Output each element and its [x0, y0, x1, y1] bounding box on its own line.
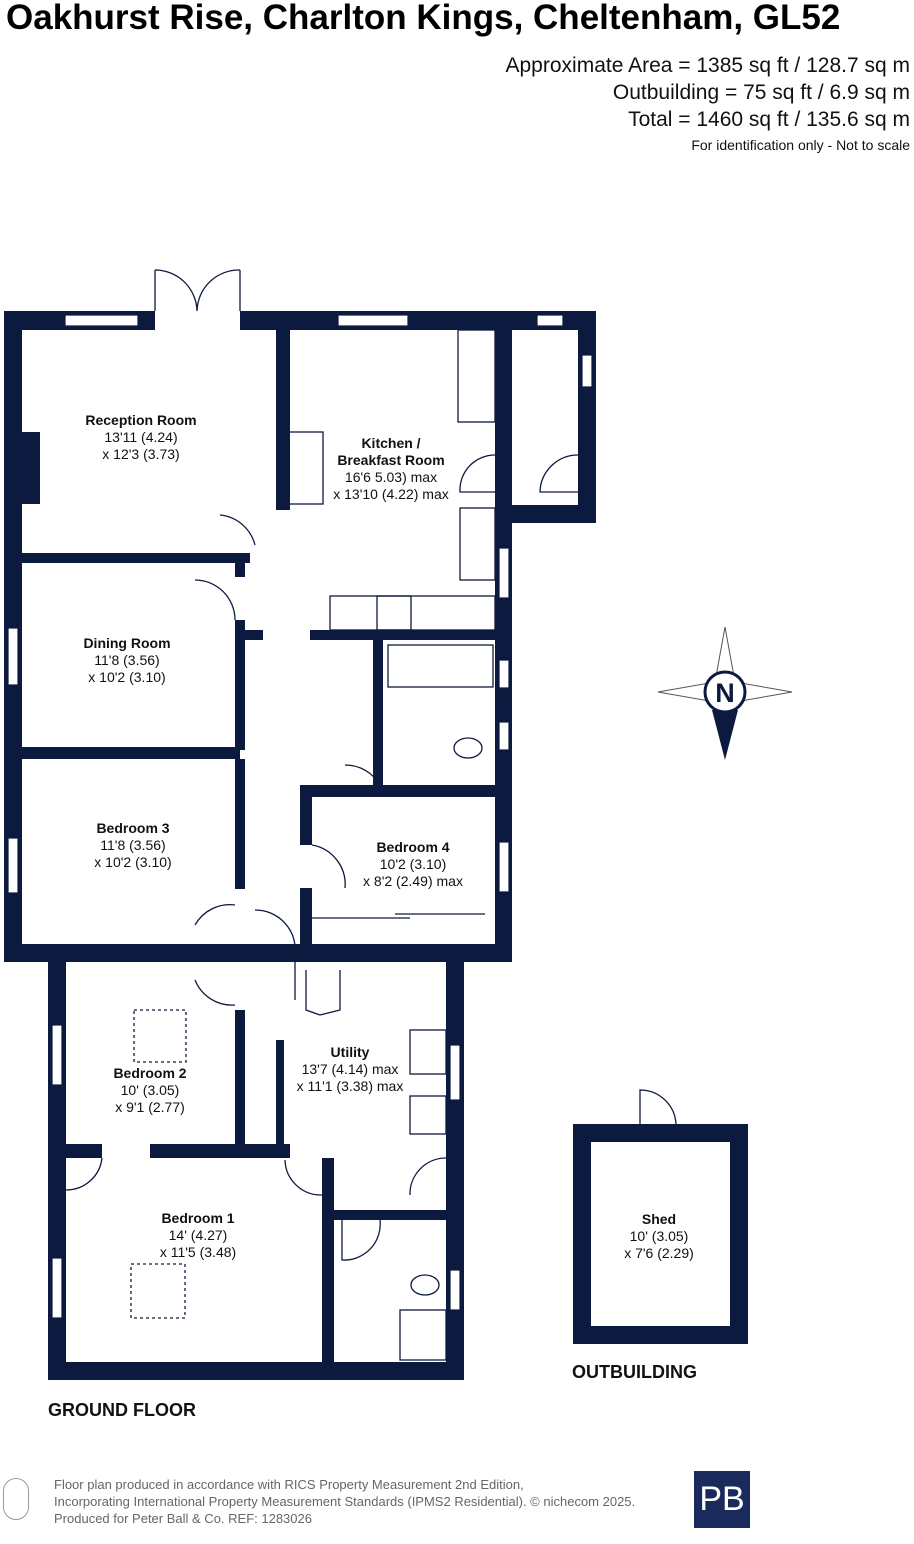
- bedroom3-dim2: x 10'2 (3.10): [94, 854, 171, 870]
- shed-dim1: 10' (3.05): [630, 1228, 689, 1244]
- footer-line3: Produced for Peter Ball & Co. REF: 12830…: [54, 1511, 312, 1526]
- walls: [4, 311, 748, 1380]
- compass-north-label: N: [715, 678, 735, 708]
- bedroom4-dim1: 10'2 (3.10): [380, 856, 447, 872]
- kitchen-dim2: x 13'10 (4.22) max: [333, 486, 449, 502]
- person-icon: [3, 1478, 29, 1520]
- area-summary: Approximate Area = 1385 sq ft / 128.7 sq…: [506, 52, 911, 157]
- bedroom1-dim1: 14' (4.27): [169, 1227, 228, 1243]
- dining-dim2: x 10'2 (3.10): [88, 669, 165, 685]
- reception-dim2: x 12'3 (3.73): [102, 446, 179, 462]
- bedroom1-dim2: x 11'5 (3.48): [160, 1244, 236, 1260]
- shed-name: Shed: [642, 1211, 676, 1227]
- approx-area: Approximate Area = 1385 sq ft / 128.7 sq…: [505, 54, 911, 77]
- kitchen-dim1: 16'6 5.03) max: [345, 469, 437, 485]
- shed-dim2: x 7'6 (2.29): [624, 1245, 694, 1261]
- property-title: Oakhurst Rise, Charlton Kings, Cheltenha…: [6, 0, 841, 37]
- bedroom4-name: Bedroom 4: [376, 839, 449, 855]
- utility-name: Utility: [331, 1044, 370, 1060]
- bedroom4-dim2: x 8'2 (2.49) max: [363, 873, 463, 889]
- total-area: Total = 1460 sq ft / 135.6 sq m: [628, 108, 910, 131]
- ground-floor-label: GROUND FLOOR: [48, 1400, 196, 1420]
- reception-name: Reception Room: [85, 412, 196, 428]
- bedroom3-name: Bedroom 3: [96, 820, 169, 836]
- kitchen-name2: Breakfast Room: [337, 452, 444, 468]
- agent-logo: PB: [694, 1471, 750, 1528]
- bedroom2-dim2: x 9'1 (2.77): [115, 1099, 185, 1115]
- kitchen-name1: Kitchen /: [361, 435, 420, 451]
- utility-dim2: x 11'1 (3.38) max: [297, 1078, 404, 1094]
- dining-dim1: 11'8 (3.56): [94, 652, 159, 668]
- disclaimer: For identification only - Not to scale: [691, 137, 910, 153]
- reception-dim1: 13'11 (4.24): [104, 429, 177, 445]
- windows-doors: [7, 269, 677, 1361]
- outbuilding-label: OUTBUILDING: [572, 1362, 697, 1382]
- bedroom1-name: Bedroom 1: [161, 1210, 234, 1226]
- utility-dim1: 13'7 (4.14) max: [302, 1061, 399, 1077]
- footer-line2: Incorporating International Property Mea…: [54, 1494, 636, 1509]
- footer-text: Floor plan produced in accordance with R…: [54, 1476, 635, 1527]
- bedroom3-dim1: 11'8 (3.56): [100, 837, 165, 853]
- outbuilding-area: Outbuilding = 75 sq ft / 6.9 sq m: [612, 81, 910, 104]
- footer-line1: Floor plan produced in accordance with R…: [54, 1477, 524, 1492]
- compass-icon: N: [657, 626, 793, 760]
- bedroom2-dim1: 10' (3.05): [121, 1082, 180, 1098]
- bedroom2-name: Bedroom 2: [113, 1065, 186, 1081]
- dining-name: Dining Room: [83, 635, 170, 651]
- room-labels: Reception Room 13'11 (4.24) x 12'3 (3.73…: [48, 412, 697, 1420]
